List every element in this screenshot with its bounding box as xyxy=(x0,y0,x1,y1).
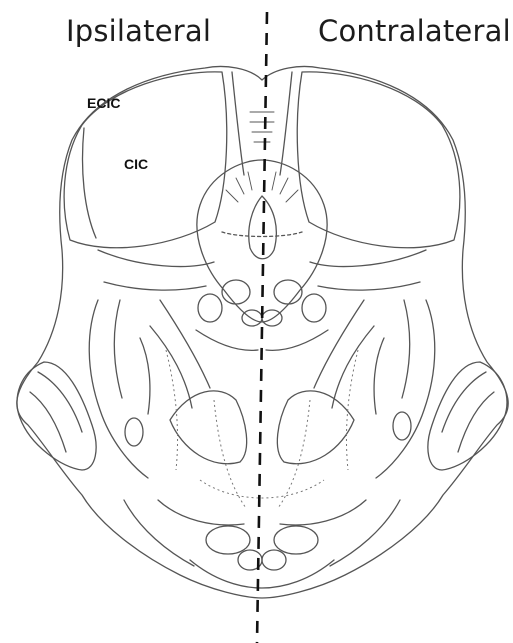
left-colliculus-inner-boundary xyxy=(83,128,97,238)
right-colliculus xyxy=(297,72,460,248)
central-gray xyxy=(197,160,327,322)
ecic-region-label: ECIC xyxy=(87,95,120,111)
left-lateral-lobe xyxy=(17,362,96,470)
cic-region-label: CIC xyxy=(124,156,148,172)
midline-divider xyxy=(257,12,267,643)
midline-channel-right xyxy=(280,72,292,175)
contralateral-label: Contralateral xyxy=(318,14,511,48)
right-lateral-lobe xyxy=(428,362,507,470)
ipsilateral-label: Ipsilateral xyxy=(66,14,211,48)
midline-channel-left xyxy=(232,72,244,175)
